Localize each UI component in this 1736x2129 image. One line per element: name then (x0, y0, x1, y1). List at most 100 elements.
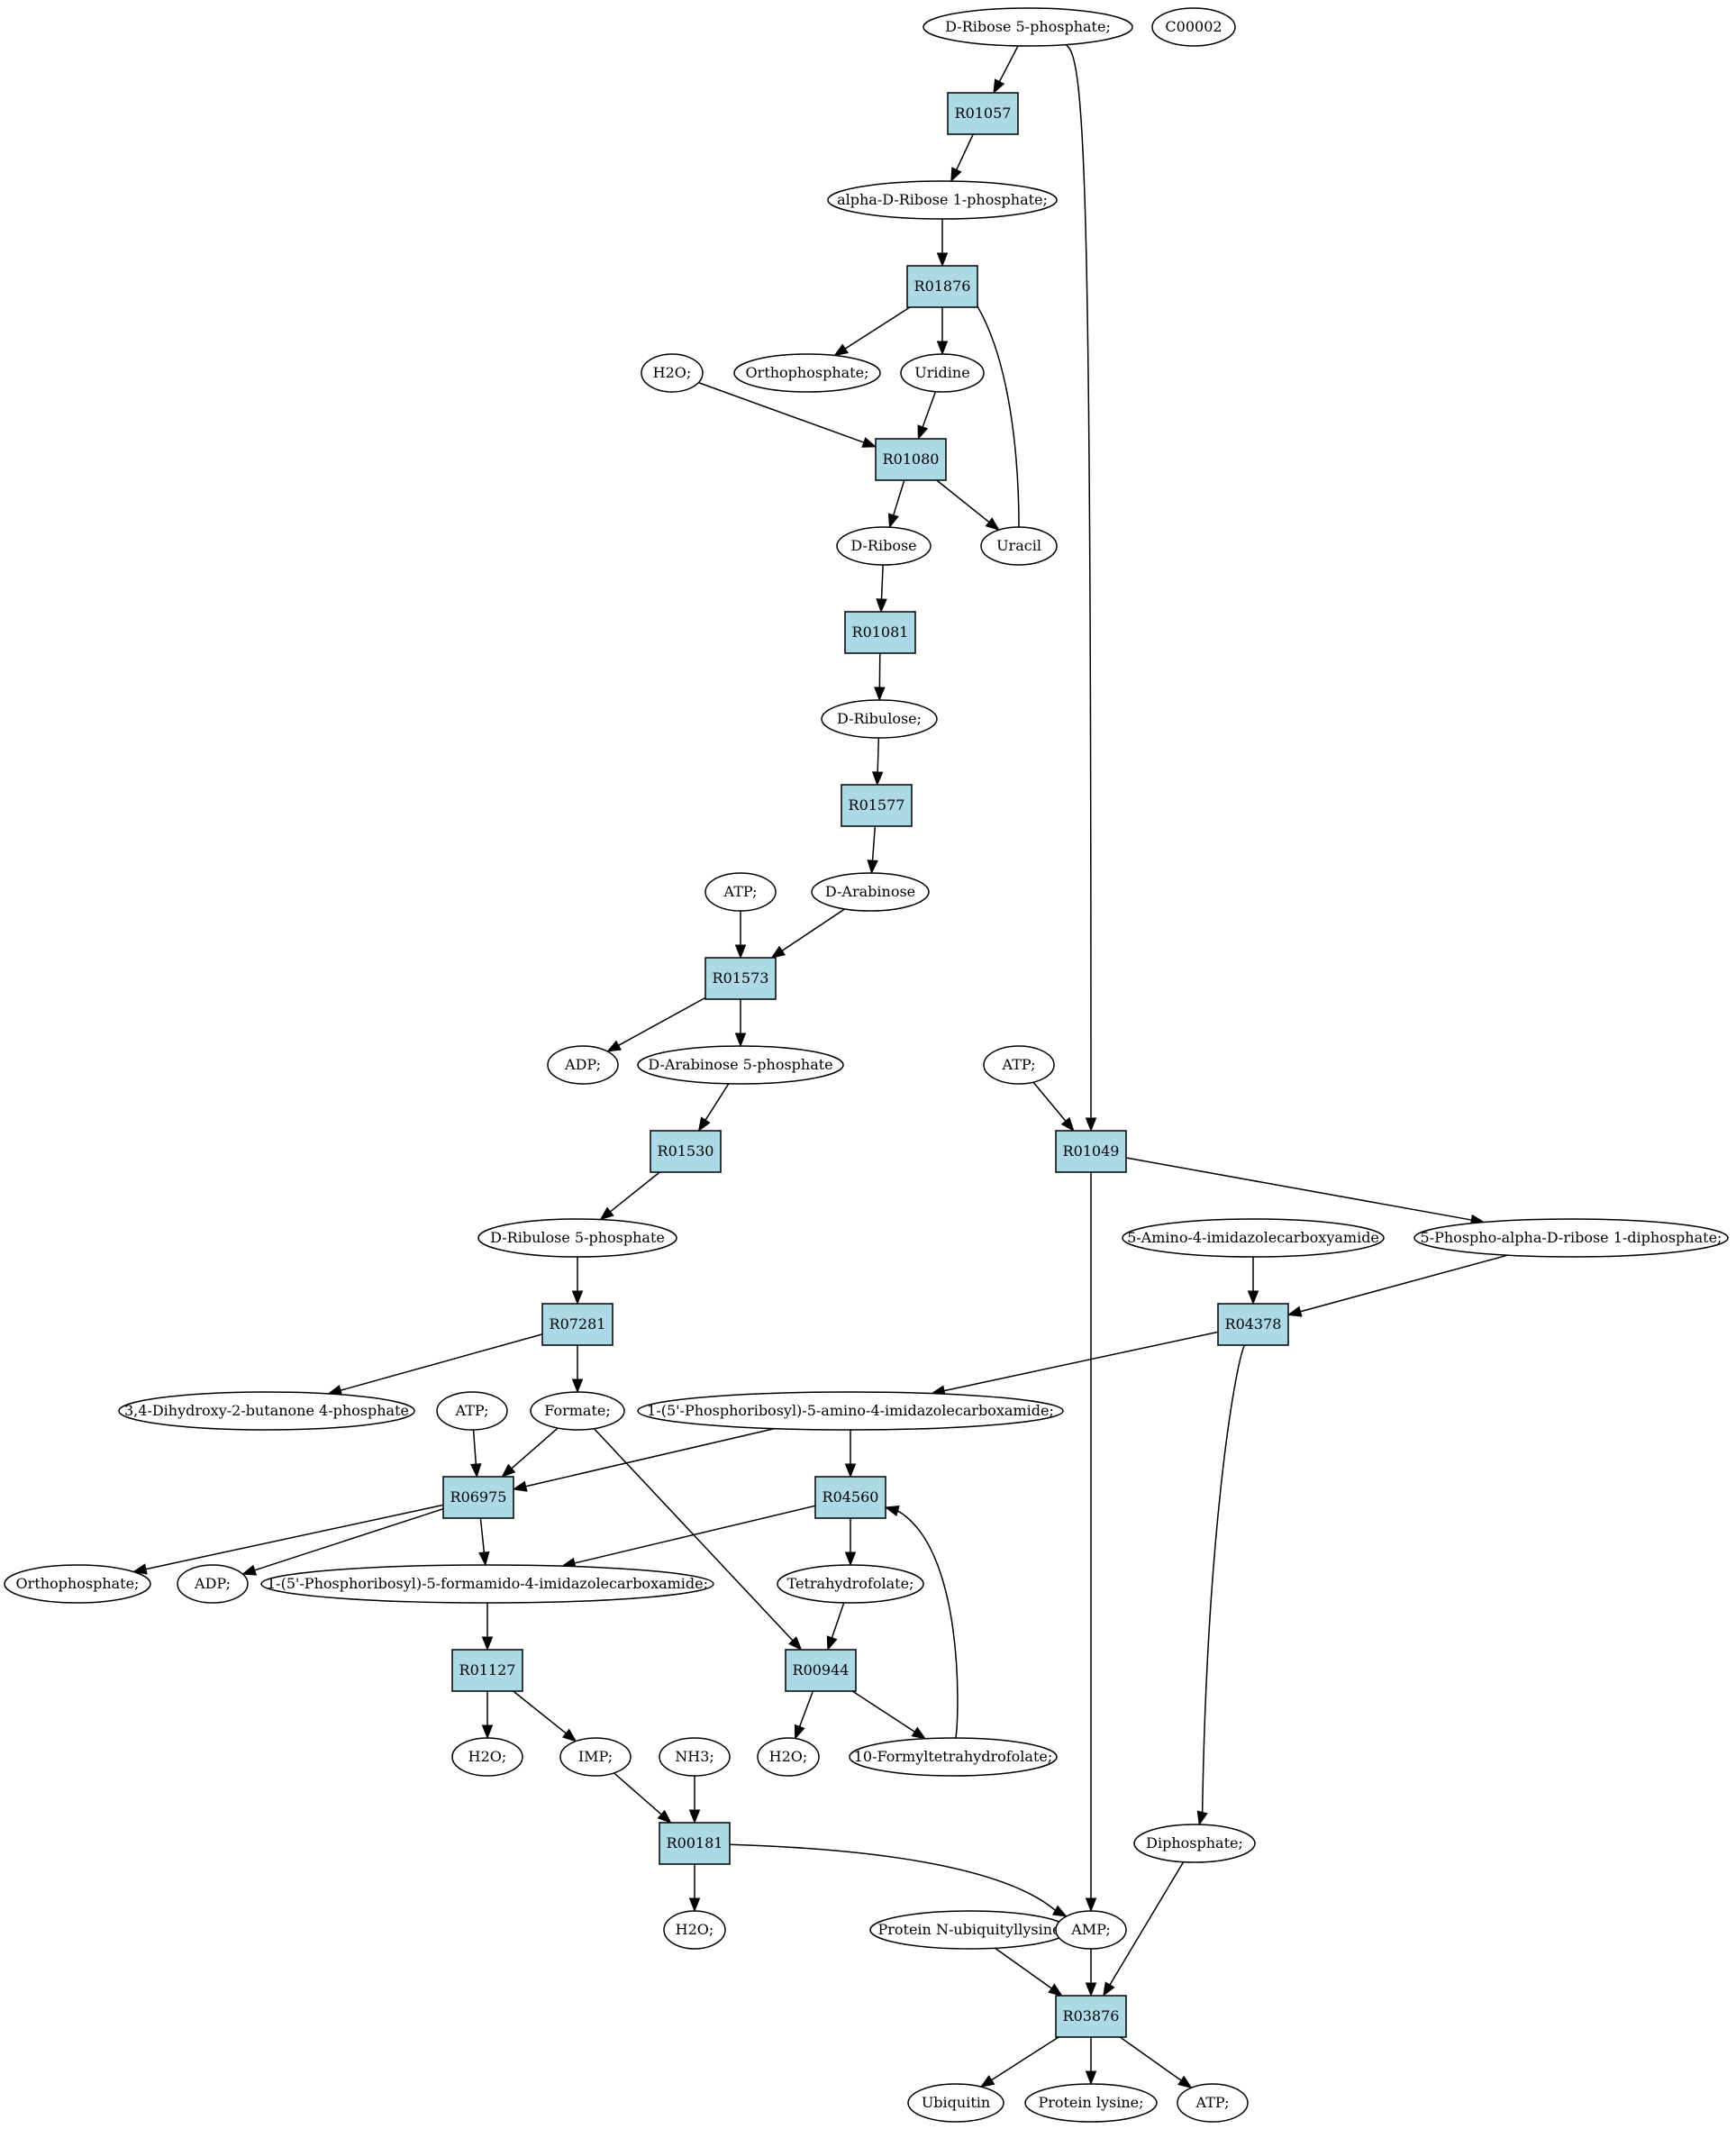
reaction-box (541, 1303, 614, 1346)
compound-node-10fthf[interactable]: 10-Formyltetrahydrofolate; (849, 1737, 1058, 1777)
arrowhead (770, 945, 786, 959)
reaction-node-R01057[interactable]: R01057 (947, 92, 1019, 135)
reaction-label: R04560 (823, 1488, 879, 1506)
compound-node-faicar[interactable]: 1-(5'-Phosphoribosyl)-5-formamido-4-imid… (260, 1564, 714, 1604)
compound-node-ortho_2[interactable]: Orthophosphate; (4, 1564, 151, 1604)
compound-node-uracil[interactable]: Uracil (980, 526, 1058, 566)
compound-label: Protein N-ubiquityllysine (877, 1921, 1060, 1938)
compound-node-dribulose[interactable]: D-Ribulose; (821, 699, 938, 739)
arrowhead (571, 1290, 584, 1306)
compound-ellipse (1024, 2083, 1158, 2123)
compound-node-atp_3[interactable]: ATP; (436, 1391, 508, 1431)
compound-ellipse (900, 353, 985, 393)
compound-node-darab[interactable]: D-Arabinose (811, 872, 930, 912)
compound-node-da5p[interactable]: D-Arabinose 5-phosphate (637, 1045, 844, 1085)
compound-ellipse (757, 1737, 820, 1777)
edge-dru5p-to-R07281 (571, 1257, 584, 1306)
compound-label: H2O; (653, 364, 692, 381)
reaction-box (906, 265, 978, 308)
edge-R03876-to-ubiq (979, 2036, 1059, 2088)
compound-node-dru5p[interactable]: D-Ribulose 5-phosphate (477, 1218, 677, 1258)
compound-node-atp_1[interactable]: ATP; (704, 872, 777, 912)
compound-node-thf[interactable]: Tetrahydrofolate; (777, 1564, 924, 1604)
compound-ellipse (980, 526, 1058, 566)
reaction-node-R00944[interactable]: R00944 (785, 1649, 857, 1692)
compound-label: D-Ribose 5-phosphate; (945, 18, 1111, 35)
compound-node-adp_1[interactable]: ADP; (547, 1045, 619, 1085)
compound-node-ortho_1[interactable]: Orthophosphate; (733, 353, 881, 393)
compound-ellipse (659, 1737, 731, 1777)
reaction-node-R01876[interactable]: R01876 (906, 265, 978, 308)
compound-node-pnub[interactable]: Protein N-ubiquityllysine (869, 1910, 1069, 1950)
reaction-node-R01049[interactable]: R01049 (1055, 1130, 1127, 1173)
edge-line (340, 1333, 543, 1391)
compound-ellipse (641, 353, 704, 393)
edge-line (145, 1504, 444, 1570)
reaction-node-R03876[interactable]: R03876 (1055, 1995, 1127, 2038)
compound-label: D-Ribose (850, 537, 916, 554)
compound-node-dhbp[interactable]: 3,4-Dihydroxy-2-butanone 4-phosphate (118, 1391, 415, 1431)
compound-node-r5p[interactable]: D-Ribose 5-phosphate; (923, 7, 1133, 47)
compound-node-atp_4[interactable]: ATP; (1177, 2083, 1249, 2123)
compound-node-h2o_3[interactable]: H2O; (757, 1737, 820, 1777)
reaction-node-R06975[interactable]: R06975 (442, 1476, 514, 1519)
reaction-node-R00181[interactable]: R00181 (659, 1822, 731, 1865)
compound-node-imp[interactable]: IMP; (559, 1737, 632, 1777)
edge-atp_1-to-R01573 (734, 911, 747, 960)
arrowhead (794, 1724, 805, 1740)
reaction-node-R01080[interactable]: R01080 (875, 438, 947, 481)
compound-node-c00002[interactable]: C00002 (1151, 7, 1236, 47)
compound-label: alpha-D-Ribose 1-phosphate; (837, 191, 1048, 208)
compound-label: D-Ribulose; (837, 710, 922, 727)
compound-node-uridine[interactable]: Uridine (900, 353, 985, 393)
arrowhead (993, 78, 1005, 95)
reaction-node-R01530[interactable]: R01530 (650, 1130, 722, 1173)
edge-line (472, 1429, 477, 1465)
edge-uridine-to-R01080 (917, 391, 937, 441)
reaction-label: R00944 (793, 1661, 850, 1679)
edge-R01127-to-imp (513, 1690, 577, 1742)
compound-node-aica[interactable]: 5-Amino-4-imidazolecarboxyamide (1122, 1218, 1385, 1258)
reaction-label: R04378 (1225, 1315, 1282, 1333)
compound-node-dribose[interactable]: D-Ribose (836, 526, 932, 566)
reaction-node-R01127[interactable]: R01127 (451, 1649, 523, 1692)
arrowhead (1085, 1117, 1097, 1133)
reaction-node-R01573[interactable]: R01573 (704, 957, 777, 1000)
compound-node-atp_2[interactable]: ATP; (983, 1045, 1055, 1085)
compound-node-diphos[interactable]: Diphosphate; (1133, 1824, 1256, 1863)
compound-label: 5-Amino-4-imidazolecarboxyamide (1127, 1229, 1379, 1246)
edge-R01049-to-amp (1085, 1172, 1097, 1913)
compound-label: C00002 (1165, 18, 1222, 35)
edge-line (922, 391, 937, 428)
compound-node-aicar[interactable]: 1-(5'-Phosphoribosyl)-5-amino-4-imidazol… (637, 1391, 1064, 1431)
reaction-node-R01577[interactable]: R01577 (841, 784, 913, 827)
reaction-box (442, 1476, 514, 1519)
edge-10fthf-to-R04560 (884, 1505, 959, 1739)
compound-node-adp_2[interactable]: ADP; (177, 1564, 249, 1604)
arrowhead (1085, 2070, 1097, 2086)
reaction-node-R04378[interactable]: R04378 (1217, 1303, 1289, 1346)
reaction-node-R04560[interactable]: R04560 (814, 1476, 886, 1519)
reaction-box (841, 784, 913, 827)
compound-node-ar1p[interactable]: alpha-D-Ribose 1-phosphate; (827, 180, 1058, 220)
compound-label: Uridine (914, 364, 969, 381)
compound-node-ubiq[interactable]: Ubiquitin (907, 2083, 1004, 2123)
compound-node-nh3[interactable]: NH3; (659, 1737, 731, 1777)
compound-label: Protein lysine; (1038, 2094, 1143, 2111)
edge-R04560-to-thf (844, 1518, 857, 1567)
compound-node-h2o_4[interactable]: H2O; (663, 1910, 726, 1950)
compound-node-h2o_1[interactable]: H2O; (641, 353, 704, 393)
compound-ellipse (923, 7, 1133, 47)
compound-node-plys[interactable]: Protein lysine; (1024, 2083, 1158, 2123)
compound-node-prpp[interactable]: 5-Phospho-alpha-D-ribose 1-diphosphate; (1413, 1218, 1729, 1258)
edge-line (609, 1171, 660, 1213)
compound-node-formate[interactable]: Formate; (530, 1391, 625, 1431)
edge-faicar-to-R01127 (481, 1603, 494, 1651)
edge-line (574, 1505, 816, 1564)
edge-line (513, 1690, 567, 1734)
compound-node-h2o_2[interactable]: H2O; (451, 1737, 523, 1777)
reaction-label: R07281 (550, 1315, 606, 1333)
reaction-node-R07281[interactable]: R07281 (541, 1303, 614, 1346)
reaction-node-R01081[interactable]: R01081 (844, 611, 916, 654)
compound-node-amp[interactable]: AMP; (1055, 1910, 1127, 1950)
